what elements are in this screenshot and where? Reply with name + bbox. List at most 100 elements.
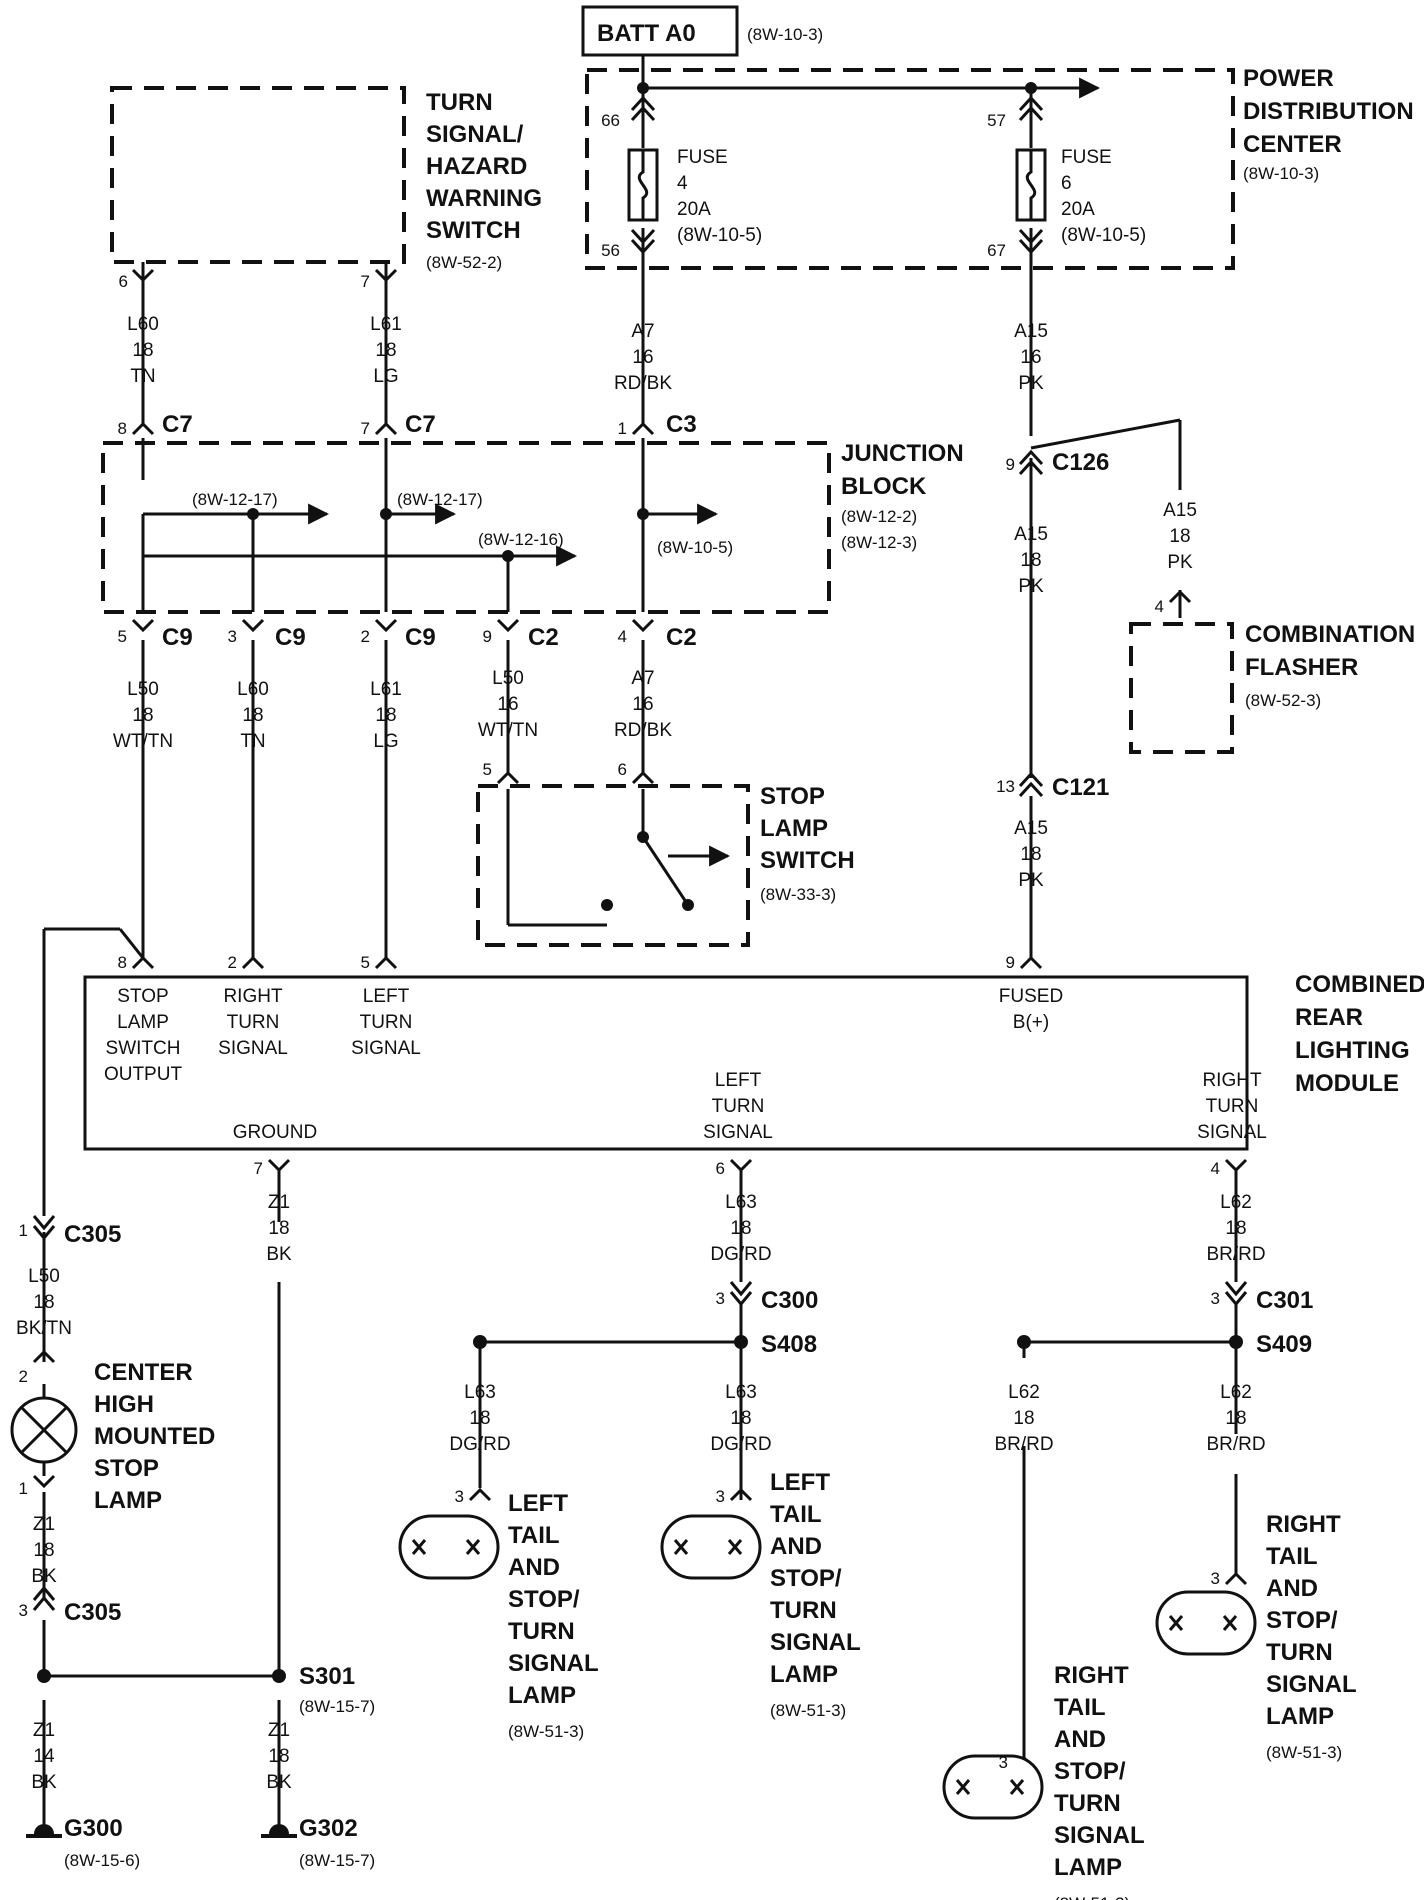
wire-label: 18 [730, 1408, 751, 1429]
wire-label: BR/RD [994, 1434, 1053, 1455]
lamp-title: TAIL [1054, 1694, 1106, 1721]
wire-label: DG/RD [710, 1434, 771, 1455]
wire-label: DG/RD [710, 1244, 771, 1265]
lamp-title: STOP/ [1266, 1607, 1338, 1634]
module-pin-label: B(+) [1013, 1012, 1049, 1033]
pin-number: 7 [254, 1159, 263, 1178]
wires [42, 55, 1238, 1826]
pdc-ref: (8W-10-3) [1243, 164, 1319, 183]
lamp-title: STOP/ [508, 1586, 580, 1613]
lamp-title: SIGNAL [770, 1629, 861, 1656]
wire-label: L60 [237, 679, 269, 700]
wire-label: BK [31, 1772, 57, 1793]
wire-label: BK [266, 1772, 292, 1793]
lamp-ref: (8W-51-3) [770, 1701, 846, 1720]
module-pin-label: RIGHT [1202, 1070, 1262, 1091]
wire-label: L61 [370, 679, 402, 700]
pin-number: 6 [119, 272, 128, 291]
wire-label: PK [1018, 870, 1044, 891]
lamp-title: LAMP [1266, 1703, 1334, 1730]
lamp-title: TURN [1266, 1639, 1333, 1666]
connector-label: C126 [1052, 449, 1109, 476]
pin-number: 5 [118, 627, 127, 646]
connector-label: C9 [162, 624, 193, 651]
lamp-title: LEFT [770, 1469, 830, 1496]
pin-number: 3 [19, 1601, 28, 1620]
lamp-title: AND [770, 1533, 822, 1560]
module-title: COMBINED [1295, 971, 1424, 998]
reference-label: (8W-12-17) [192, 490, 278, 509]
lamp-title: STOP [94, 1455, 159, 1482]
wire-label: A7 [631, 321, 654, 342]
pin-number: 4 [1155, 597, 1164, 616]
batt-box [581, 5, 739, 57]
junction-block-refs: (8W-12-3) [841, 533, 917, 552]
pin-number: 9 [483, 627, 492, 646]
module-pin-label: LAMP [117, 1012, 169, 1033]
fuse-4-label: 4 [677, 173, 688, 194]
module-pin-label: SIGNAL [703, 1122, 773, 1143]
wire-label: 18 [33, 1540, 54, 1561]
pin-number: 2 [19, 1367, 28, 1386]
turn-switch-title: TURN [426, 89, 493, 116]
wire-label: LG [373, 366, 398, 387]
lamp-title: RIGHT [1054, 1662, 1129, 1689]
pin-number: 3 [1211, 1569, 1220, 1588]
wire-label: PK [1018, 373, 1044, 394]
wire-label: 18 [375, 340, 396, 361]
pin-number: 9 [1006, 953, 1015, 972]
wire-label: BK/TN [16, 1318, 72, 1339]
turn-switch-ref: (8W-52-2) [426, 253, 502, 272]
pin-number: 4 [618, 627, 627, 646]
turn-signal-hazard-switch-box [110, 86, 406, 264]
connector-label: C3 [666, 411, 697, 438]
wire-label: 16 [632, 694, 653, 715]
stop-lamp-switch-ref: (8W-33-3) [760, 885, 836, 904]
wire-label: 18 [132, 340, 153, 361]
module-pin-label: GROUND [233, 1122, 317, 1143]
fuse-6-label: 20A [1061, 199, 1095, 220]
module-pin-label: SIGNAL [351, 1038, 421, 1059]
connector-label: S409 [1256, 1331, 1312, 1358]
lamp-title: LAMP [508, 1682, 576, 1709]
lamp-title: RIGHT [1266, 1511, 1341, 1538]
wire-label: 18 [33, 1292, 54, 1313]
wire-label: WT/TN [113, 731, 173, 752]
wire-label: 18 [469, 1408, 490, 1429]
wire-label: 18 [1225, 1408, 1246, 1429]
wire-label: 18 [1013, 1408, 1034, 1429]
combination-flasher-ref: (8W-52-3) [1245, 691, 1321, 710]
module-pin-label: SIGNAL [218, 1038, 288, 1059]
connector-label: S301 [299, 1663, 355, 1690]
pin-number: 3 [455, 1487, 464, 1506]
wire-label: 18 [1020, 844, 1041, 865]
connector-label: S408 [761, 1331, 817, 1358]
lamp-title: AND [1266, 1575, 1318, 1602]
fuse-6-label: 6 [1061, 173, 1072, 194]
wire-label: 16 [497, 694, 518, 715]
pdc-title: DISTRIBUTION [1243, 98, 1414, 125]
junction-block-box [101, 441, 831, 614]
pin-number: 56 [601, 241, 620, 260]
pin-number: 3 [228, 627, 237, 646]
turn-switch-title: SIGNAL/ [426, 121, 524, 148]
wire-label: 18 [1020, 550, 1041, 571]
lamp-title: TURN [770, 1597, 837, 1624]
connector-label: C9 [275, 624, 306, 651]
wire-label: A15 [1014, 321, 1048, 342]
wire-label: A15 [1014, 818, 1048, 839]
wire-label: 14 [33, 1746, 55, 1767]
lamp-title: LEFT [508, 1490, 568, 1517]
wire-label: 18 [132, 705, 153, 726]
module-title: LIGHTING [1295, 1037, 1410, 1064]
wire-label: L63 [725, 1382, 757, 1403]
wire-label: PK [1167, 552, 1193, 573]
junction-block-title: JUNCTION [841, 440, 964, 467]
batt-ref: (8W-10-3) [747, 25, 823, 44]
lamp-title: SIGNAL [1266, 1671, 1357, 1698]
pin-number: 9 [1006, 455, 1015, 474]
lamp-title: TAIL [1266, 1543, 1318, 1570]
combination-flasher-title: FLASHER [1245, 654, 1358, 681]
connector-label: G302 [299, 1815, 358, 1842]
